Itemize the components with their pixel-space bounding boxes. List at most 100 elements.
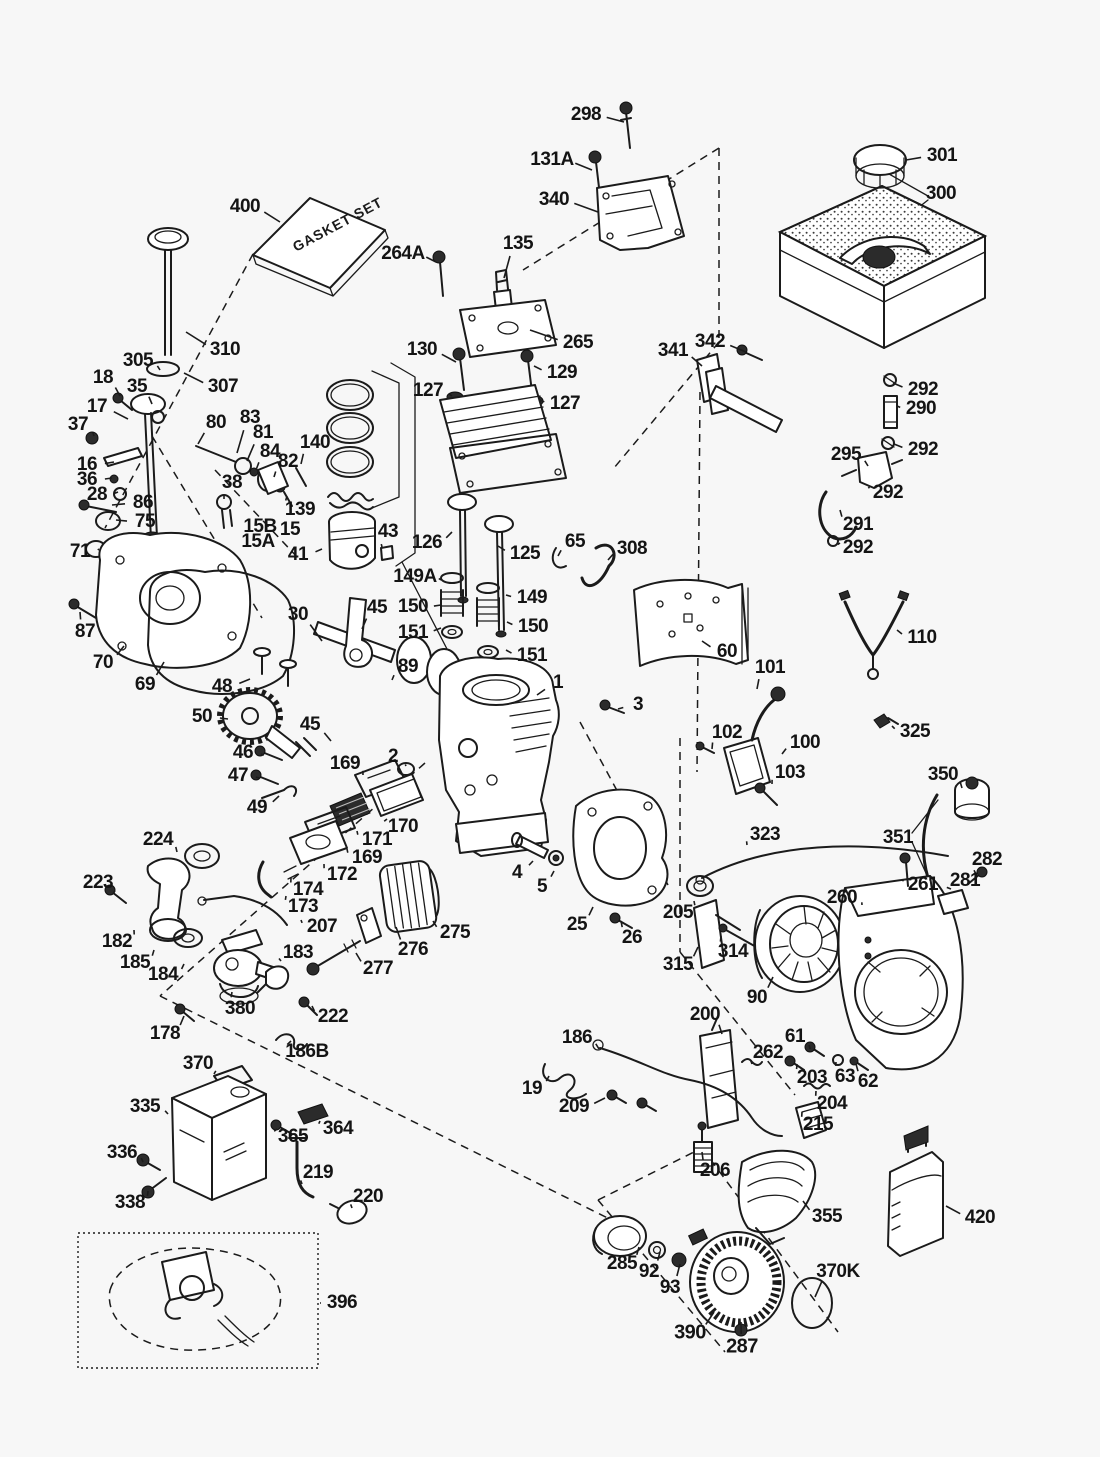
part-label-215: 215 [802, 1114, 834, 1135]
leader-line [97, 548, 100, 551]
muffler-275 [379, 859, 443, 933]
leader-line [255, 776, 261, 779]
part-label-396: 396 [326, 1292, 358, 1313]
part-label-86: 86 [132, 492, 154, 513]
part-label-400: 400 [229, 196, 261, 217]
part-label-83: 83 [239, 407, 261, 428]
primer-line-219 [289, 1138, 313, 1197]
part-label-1: 1 [552, 672, 564, 693]
part-label-222: 222 [317, 1006, 349, 1027]
part-label-292: 292 [872, 482, 904, 503]
support-bracket-341 [697, 345, 782, 432]
leader-line [104, 477, 113, 480]
plug-215 [796, 1102, 826, 1138]
leader-line [864, 460, 869, 467]
part-label-82: 82 [277, 451, 299, 472]
part-label-307: 307 [207, 376, 239, 397]
leader-line [814, 1281, 823, 1298]
engine-block-1 [439, 658, 559, 856]
leader-line [213, 1070, 217, 1075]
hose-186B [276, 1034, 307, 1049]
flywheel-90 [754, 896, 845, 992]
leader-line [767, 976, 774, 989]
carb-screw-222 [299, 997, 317, 1015]
fuel-tank-335 [172, 1076, 266, 1200]
part-label-301: 301 [926, 145, 958, 166]
leader-line [273, 471, 277, 478]
connecting-rod-45 [344, 598, 372, 667]
stop-wire-186 [593, 1040, 782, 1136]
leader-line [676, 1263, 681, 1277]
module-281-282 [938, 867, 987, 914]
leader-line [607, 553, 614, 561]
tank-fasteners [137, 1104, 328, 1198]
part-label-4: 4 [511, 862, 523, 883]
part-label-36: 36 [76, 469, 98, 490]
part-label-185: 185 [119, 952, 151, 973]
part-label-276: 276 [397, 939, 429, 960]
exhaust-gasket-224 [185, 844, 219, 868]
leader-line [164, 1110, 169, 1115]
muffler-bolt-277 [307, 940, 360, 975]
part-label-89: 89 [397, 656, 419, 677]
part-label-65: 65 [564, 531, 586, 552]
leader-line [391, 674, 395, 681]
valves [448, 494, 513, 637]
part-label-171: 171 [361, 829, 393, 850]
part-label-285: 285 [606, 1253, 638, 1274]
leader-line [606, 116, 625, 123]
part-label-420: 420 [964, 1207, 996, 1228]
leader-line [278, 958, 282, 962]
part-label-291: 291 [842, 514, 874, 535]
part-label-75: 75 [134, 511, 156, 532]
leader-line [111, 503, 126, 506]
heat-shield-355 [739, 1151, 816, 1244]
leader-line [719, 935, 722, 942]
part-label-45: 45 [366, 597, 388, 618]
part-label-3: 3 [632, 694, 644, 715]
leader-line [808, 1044, 811, 1050]
leader-line [896, 405, 901, 409]
piston-rings [327, 380, 373, 510]
leader-line [380, 543, 383, 548]
governor-bracket-315 [687, 876, 758, 968]
brake-levers-65-308 [553, 545, 614, 586]
leader-line [92, 432, 95, 437]
part-label-275: 275 [439, 922, 471, 943]
leader-line [891, 725, 896, 730]
leader-line [505, 594, 512, 598]
part-label-129: 129 [546, 362, 578, 383]
leader-line [593, 1097, 606, 1105]
leader-line [230, 991, 233, 998]
leader-line [284, 495, 288, 501]
part-label-45: 45 [299, 714, 321, 735]
leader-line [441, 353, 457, 363]
part-label-370K: 370K [816, 1261, 860, 1282]
leader-line [433, 627, 442, 632]
part-label-80: 80 [205, 412, 227, 433]
leader-line [311, 1005, 316, 1012]
part-label-71: 71 [69, 541, 91, 562]
part-label-93: 93 [659, 1277, 681, 1298]
part-label-127: 127 [412, 380, 444, 401]
leader-line [263, 211, 281, 223]
part-label-150: 150 [397, 596, 429, 617]
part-label-2: 2 [387, 746, 399, 767]
part-label-314: 314 [717, 941, 749, 962]
filter-element-171 [330, 793, 370, 826]
part-label-151: 151 [516, 645, 548, 666]
ignition-coil-100 [724, 687, 785, 794]
part-label-305: 305 [122, 350, 154, 371]
leader-line [112, 890, 116, 895]
part-label-37: 37 [67, 414, 89, 435]
leader-line [574, 162, 593, 171]
crankcase-cover-70 [96, 533, 250, 668]
part-label-17: 17 [86, 396, 108, 417]
leader-line [286, 1040, 292, 1046]
leader-line [315, 548, 323, 553]
leader-line [433, 604, 442, 607]
leader-line [701, 640, 711, 648]
leader-line [973, 869, 977, 875]
part-label-183: 183 [282, 942, 314, 963]
